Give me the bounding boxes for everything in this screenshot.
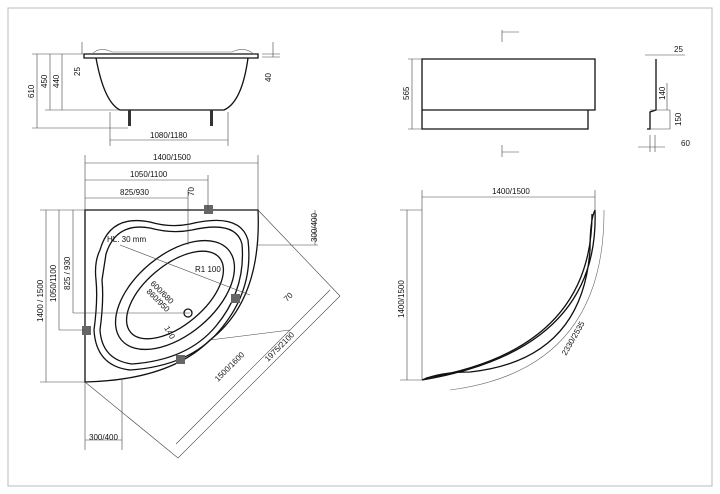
handle-icon-top — [204, 205, 213, 214]
tub-side-outline — [83, 53, 259, 111]
panel-profile-view: 25 140 150 60 — [638, 45, 690, 152]
dim-height: 1400 / 1500 — [36, 279, 45, 322]
profile-dim-25: 25 — [674, 45, 683, 54]
profile-dim-140: 140 — [658, 86, 667, 100]
dim-440: 440 — [52, 74, 61, 88]
dim-70-top: 70 — [187, 187, 196, 196]
dim-length: 1080/1180 — [150, 131, 188, 140]
panel-front-view: 565 — [402, 30, 596, 157]
dim-1050-v: 1050/1100 — [49, 264, 58, 302]
profile-dim-150: 150 — [674, 112, 683, 126]
handle-icon-left — [82, 326, 91, 335]
profile-dim-60: 60 — [681, 139, 690, 148]
tub-leg-right — [210, 110, 213, 126]
dim-565: 565 — [402, 86, 411, 100]
panel-plan-view: 1400/1500 1400/1500 2330/2535 — [397, 187, 605, 391]
dim-140: 140 — [162, 325, 177, 342]
plan-view: 1400/1500 1050/1100 825/930 70 1400 / 15… — [36, 153, 341, 459]
panel-dim-width: 1400/1500 — [492, 187, 530, 196]
panel-dim-height: 1400/1500 — [397, 280, 406, 318]
jet-icon-bottom — [176, 355, 185, 364]
dim-40: 40 — [264, 73, 273, 82]
dim-450: 450 — [40, 74, 49, 88]
jet-icon-right — [231, 294, 240, 303]
dim-300-right: 300/400 — [310, 213, 319, 242]
dim-1050: 1050/1100 — [130, 170, 168, 179]
page-frame — [7, 7, 713, 487]
dim-70-diag: 70 — [282, 290, 295, 303]
tub-leg-left — [128, 110, 131, 126]
tub-rim-curve — [91, 49, 255, 55]
dim-300-bottom: 300/400 — [89, 433, 118, 442]
dim-25: 25 — [73, 67, 82, 76]
dim-825-v: 825 / 930 — [63, 256, 72, 290]
radius-label: R1 100 — [195, 265, 221, 274]
dim-width: 1400/1500 — [153, 153, 191, 162]
dim-610: 610 — [27, 84, 36, 98]
dim-825: 825/930 — [120, 188, 149, 197]
dim-1975: 1975/2100 — [263, 330, 296, 363]
panel-dim-arc: 2330/2535 — [560, 319, 587, 357]
hl-label: HL. 30 mm — [107, 235, 146, 244]
side-view: 610 450 440 25 40 1080/1180 — [27, 42, 280, 146]
